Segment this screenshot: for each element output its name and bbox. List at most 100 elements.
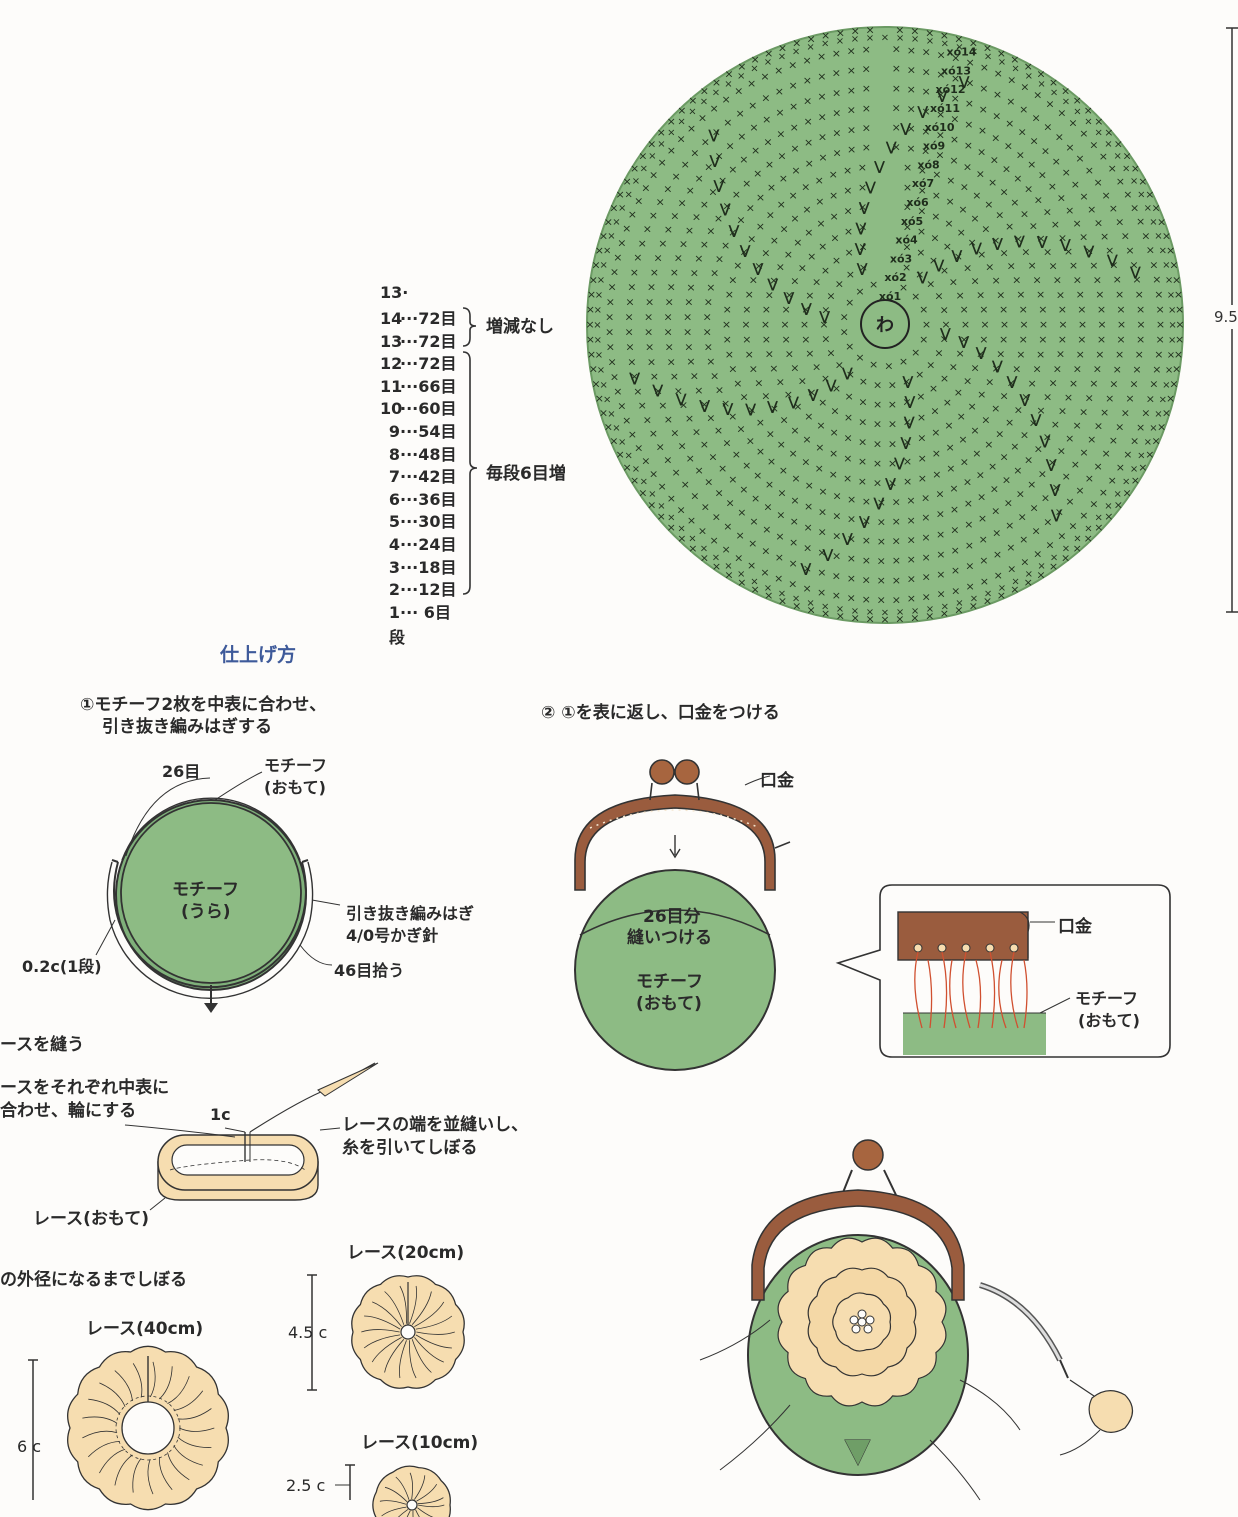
stitch-x: × (816, 217, 825, 230)
stitch-x: × (747, 232, 756, 245)
round-number: 13 (380, 331, 403, 351)
step3-running-1: レースの端を並縫いし、 (342, 1115, 529, 1135)
stitch-x: × (728, 273, 737, 286)
stitch-x: × (748, 99, 757, 112)
stitch-x: × (996, 288, 1005, 301)
stitch-x: × (836, 36, 844, 47)
stitch-x: × (892, 43, 901, 56)
stitch-x: × (977, 146, 986, 159)
stitch-x: × (638, 237, 647, 250)
stitch-x: × (641, 455, 650, 468)
stitch-x: × (604, 421, 613, 434)
stitch-x: × (805, 289, 814, 302)
stitch-x: × (921, 85, 930, 98)
stitch-x: × (676, 133, 685, 146)
stitch-x: × (630, 162, 639, 175)
stitch-x: × (735, 107, 744, 120)
stitch-x: × (741, 318, 750, 331)
stitch-x: × (888, 398, 897, 411)
stitch-x: × (764, 589, 773, 602)
stitch-x: × (749, 515, 758, 528)
stitch-x: × (633, 385, 642, 398)
increase-v: ⋁ (859, 200, 870, 215)
stitch-x: × (762, 303, 771, 316)
stitch-x: × (805, 347, 814, 360)
stitch-x: × (750, 64, 758, 75)
crochet-chart: × × × × × × × × × × × × × × × × × × × × × × × × × × × × × × × × × × × × × × × ×… (585, 23, 1184, 626)
stitch-x: × (1025, 71, 1033, 82)
stitch-x: × (843, 452, 852, 465)
stitch-x: × (979, 103, 988, 116)
stitch-x: × (1105, 392, 1114, 405)
stitch-x: × (765, 478, 774, 491)
stitch-x: × (985, 376, 994, 389)
stitch-x: × (847, 572, 856, 585)
round-stitch-count: 42目 (418, 467, 457, 487)
stitch-x: × (649, 169, 658, 182)
stitch-x: × (643, 413, 652, 426)
stitch-x: × (1149, 258, 1158, 271)
stitch-x: × (748, 537, 757, 550)
stitch-x: × (665, 296, 674, 309)
stitch-x: × (779, 414, 788, 427)
stitch-x: × (892, 82, 901, 95)
stitch-x: × (1051, 418, 1060, 431)
stitch-x: × (1116, 303, 1125, 316)
stitch-x: × (649, 209, 658, 222)
increase-v: ⋁ (874, 160, 885, 175)
stitch-x: × (1101, 189, 1110, 202)
stitch-x: × (991, 234, 1000, 247)
stitch-x: × (737, 576, 746, 589)
stitch-x: × (1034, 194, 1043, 207)
stitch-x: × (932, 468, 941, 481)
stitch-x: × (613, 251, 622, 264)
stitch-x: × (1089, 259, 1098, 272)
stitch-x: × (1087, 203, 1096, 216)
stitch-x: × (910, 612, 919, 625)
stitch-x: × (589, 363, 598, 376)
stitch-x: × (1095, 348, 1104, 361)
stitch-x: × (1145, 188, 1154, 201)
stitch-x: × (754, 260, 763, 273)
stitch-x: × (1024, 182, 1033, 195)
stitch-x: × (984, 438, 993, 451)
round-stitch-count: 60目 (418, 399, 457, 419)
round-marker: xó4 (895, 234, 918, 247)
stitch-x: × (613, 385, 622, 398)
stitch-x: × (903, 416, 912, 429)
stitch-x: × (664, 223, 673, 236)
stitch-x: × (714, 149, 723, 162)
stitch-x: × (721, 543, 730, 556)
stitch-x: × (922, 65, 931, 78)
stitch-x: × (677, 104, 686, 117)
stitch-x: × (714, 212, 723, 225)
stitch-x: × (742, 303, 751, 316)
stitch-x: × (700, 97, 708, 108)
stitch-x: × (647, 137, 656, 150)
round-row: 12···72目 (380, 350, 457, 374)
stitch-x: × (877, 574, 886, 587)
stitch-x: × (815, 195, 824, 208)
stitch-x: × (1144, 203, 1152, 214)
stitch-x: × (1146, 244, 1155, 257)
round-number: 14 (380, 309, 403, 328)
increase-v: ⋁ (917, 270, 928, 285)
step1-motif-back-1: モチーフ (172, 880, 239, 900)
stitch-x: × (677, 197, 686, 210)
stitch-x: × (779, 222, 788, 235)
round-stitch-count: 48目 (418, 444, 457, 464)
stitch-x: × (998, 583, 1006, 594)
stitch-x: × (775, 106, 784, 119)
increase-v: ⋁ (958, 335, 969, 350)
step3-1c: 1c (210, 1105, 231, 1124)
stitch-x: × (1084, 532, 1093, 545)
stitch-x: × (789, 536, 798, 549)
increase-v: ⋁ (722, 402, 733, 417)
stitch-x: × (940, 303, 949, 316)
stitch-x: × (1154, 231, 1162, 242)
stitch-x: × (737, 71, 745, 82)
stitch-x: × (793, 236, 802, 249)
lace20-label: レース(20cm) (347, 1243, 465, 1263)
dim-6: 6 c (17, 1437, 42, 1456)
stitch-x: × (594, 335, 602, 346)
